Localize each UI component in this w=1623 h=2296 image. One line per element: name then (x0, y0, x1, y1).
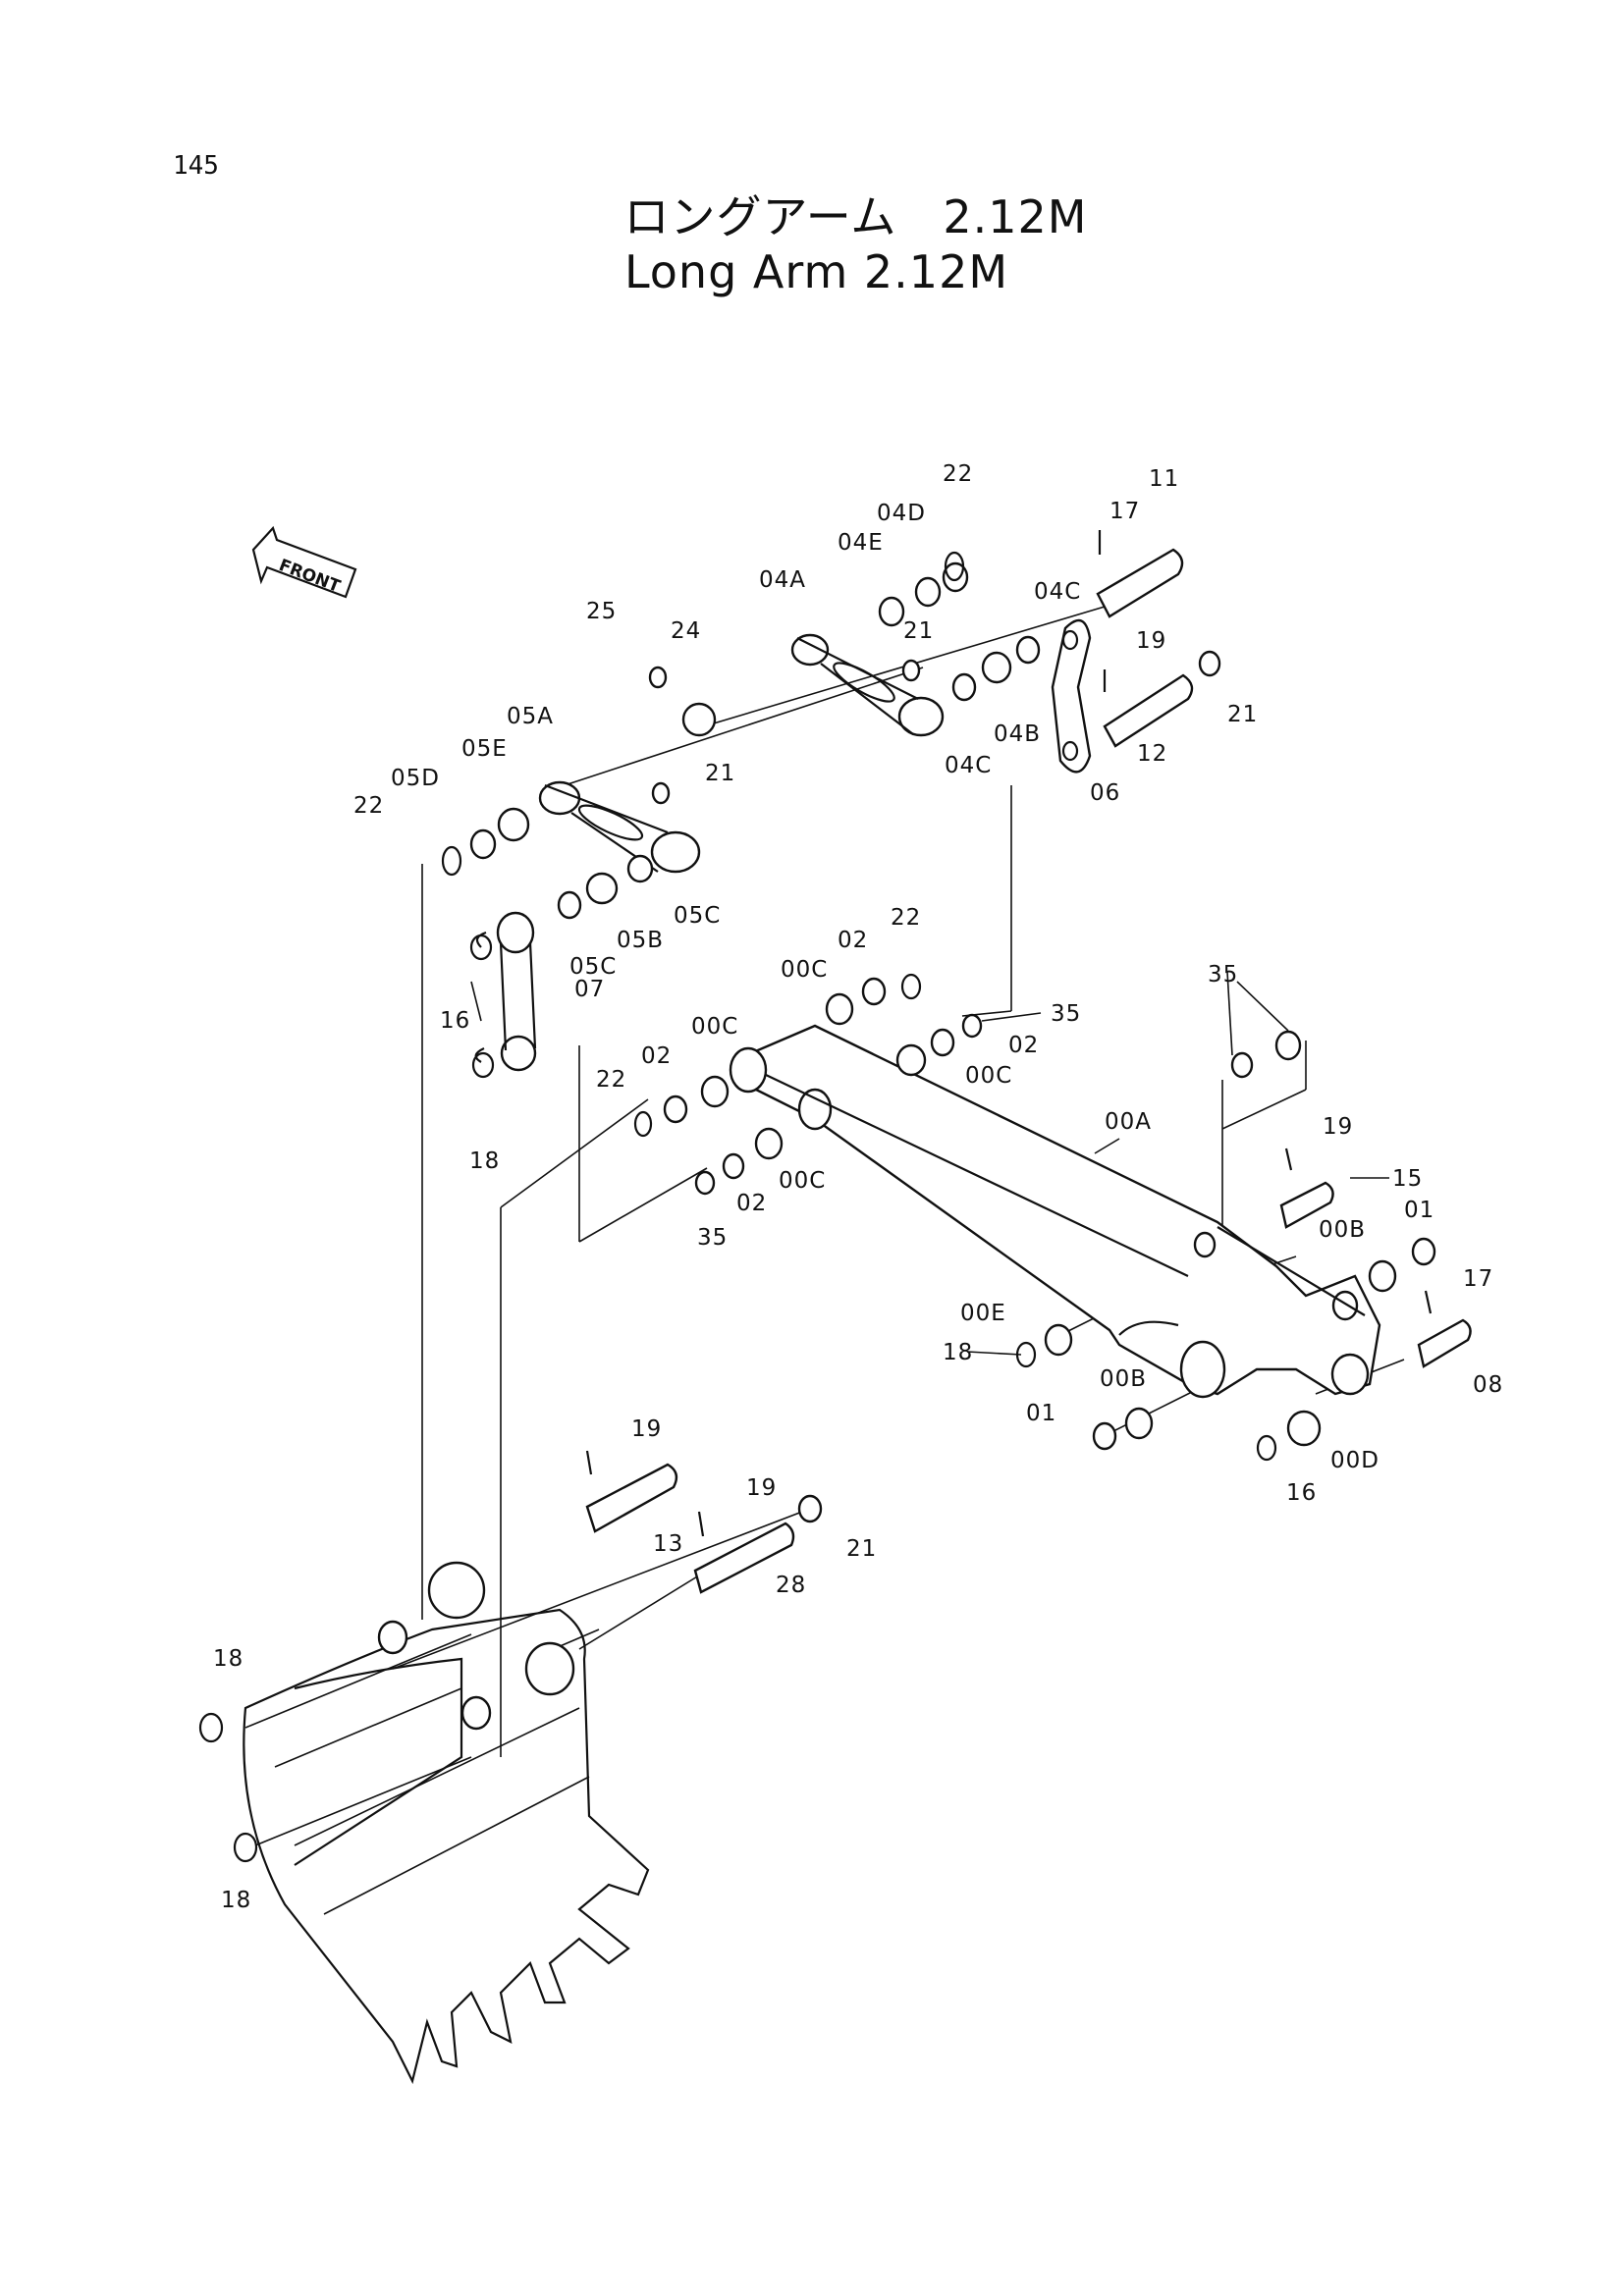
guide-lines (244, 606, 1405, 1846)
pins-13-28 (585, 1450, 823, 1594)
arm-00A (729, 1024, 1381, 1399)
label-02: 02 (1008, 1033, 1039, 1058)
label-06: 06 (1090, 780, 1120, 806)
label-05C: 05C (569, 954, 617, 980)
label-00C: 00C (691, 1014, 738, 1040)
label-35: 35 (1208, 962, 1238, 988)
link-04A (790, 633, 945, 737)
label-19: 19 (746, 1475, 777, 1501)
label-04E: 04E (838, 530, 884, 556)
label-01: 01 (1026, 1401, 1056, 1426)
label-05E: 05E (461, 736, 508, 762)
label-19: 19 (631, 1416, 662, 1442)
part-labels: 11 17 22 04D 04E 04A 04C 19 21 21 25 24 … (213, 461, 1503, 1913)
label-21: 21 (705, 761, 735, 786)
label-00C: 00C (781, 957, 828, 983)
front-arrow-icon: FRONT (251, 525, 357, 599)
label-00B: 00B (1319, 1217, 1366, 1243)
label-12: 12 (1137, 741, 1167, 767)
link-05A (538, 780, 701, 874)
label-13: 13 (653, 1531, 683, 1557)
label-00B: 00B (1100, 1366, 1147, 1392)
label-00C: 00C (779, 1168, 826, 1194)
label-05A: 05A (507, 704, 554, 729)
label-05C: 05C (674, 903, 721, 929)
label-21: 21 (1227, 702, 1258, 727)
link-06-plate (1051, 618, 1092, 774)
bushing-parts (441, 551, 1041, 920)
bucket (198, 1561, 650, 2085)
label-00E: 00E (960, 1301, 1006, 1326)
label-35: 35 (697, 1225, 728, 1251)
label-05B: 05B (617, 928, 664, 953)
label-19: 19 (1323, 1114, 1353, 1140)
label-02: 02 (641, 1043, 672, 1069)
label-18: 18 (213, 1646, 243, 1672)
label-22: 22 (353, 793, 384, 819)
label-25: 25 (586, 599, 617, 624)
page-number: 145 (173, 151, 219, 181)
label-22: 22 (596, 1067, 626, 1093)
label-35: 35 (1051, 1001, 1081, 1027)
label-16: 16 (1286, 1480, 1317, 1506)
pins-11-12 (1096, 530, 1221, 748)
arm-bushings (633, 973, 1472, 1462)
label-17: 17 (1109, 499, 1140, 524)
label-00D: 00D (1330, 1448, 1380, 1473)
label-18: 18 (943, 1340, 973, 1365)
label-19: 19 (1136, 628, 1166, 654)
label-04D: 04D (877, 501, 926, 526)
label-21: 21 (846, 1536, 877, 1562)
label-21: 21 (903, 618, 934, 644)
label-18: 18 (221, 1888, 251, 1913)
label-00C: 00C (965, 1063, 1012, 1089)
label-24: 24 (671, 618, 701, 644)
label-02: 02 (838, 928, 868, 953)
title-english: Long Arm 2.12M (623, 245, 1009, 298)
label-11: 11 (1149, 466, 1179, 492)
label-15: 15 (1392, 1166, 1423, 1192)
label-28: 28 (776, 1573, 806, 1598)
label-07: 07 (574, 977, 605, 1002)
label-18: 18 (469, 1148, 500, 1174)
label-22: 22 (891, 905, 921, 931)
label-00A: 00A (1105, 1109, 1152, 1135)
label-01: 01 (1404, 1198, 1434, 1223)
label-04C-low: 04C (945, 753, 992, 778)
label-04A: 04A (759, 567, 806, 593)
label-02: 02 (736, 1191, 767, 1216)
label-17: 17 (1463, 1266, 1493, 1292)
label-08: 08 (1473, 1372, 1503, 1398)
label-05D: 05D (391, 766, 440, 791)
label-04C-top: 04C (1034, 579, 1081, 605)
label-22: 22 (943, 461, 973, 487)
leader-lines (470, 971, 1389, 1356)
label-16: 16 (440, 1008, 470, 1034)
link-07 (469, 911, 537, 1079)
label-04B: 04B (994, 721, 1041, 747)
title-japanese: ロングアーム 2.12M (623, 190, 1088, 243)
